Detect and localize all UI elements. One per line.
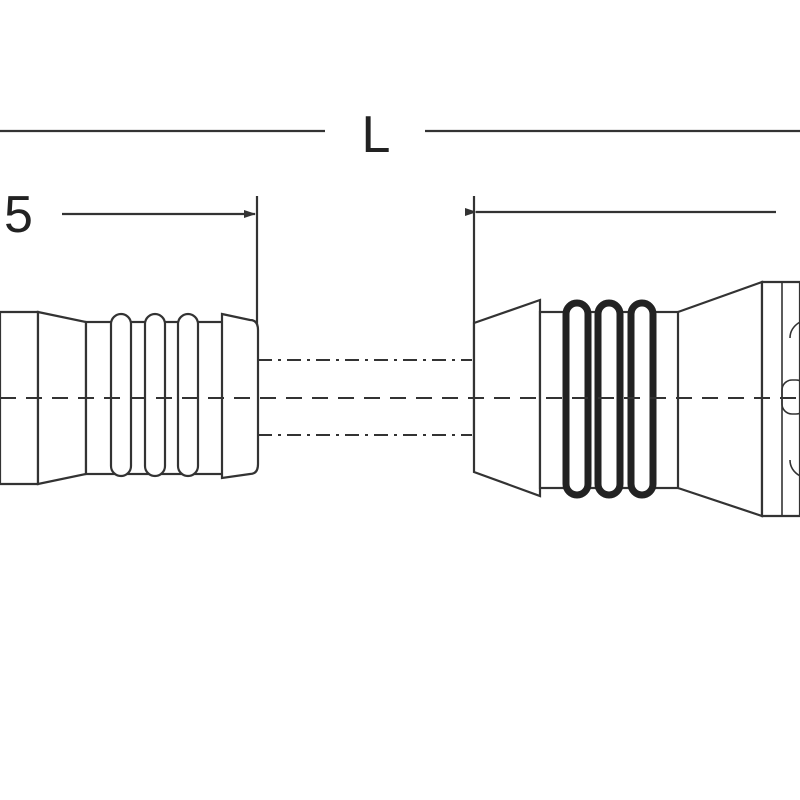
insert-depth-label: 5 xyxy=(4,186,33,244)
socket-notch-bottom xyxy=(789,459,800,477)
socket-notch-top xyxy=(789,321,800,339)
left-insert-rib-2 xyxy=(143,312,167,478)
hidden-lines xyxy=(258,359,472,436)
overall-length-label: L xyxy=(362,106,391,164)
left-insert-rib-1 xyxy=(109,312,133,478)
overall-length-dimension: L xyxy=(0,106,800,164)
insert-depth-dimension: 5 xyxy=(4,186,259,385)
left-insert-tip xyxy=(220,312,260,480)
left-insert-rib-3 xyxy=(176,312,200,478)
